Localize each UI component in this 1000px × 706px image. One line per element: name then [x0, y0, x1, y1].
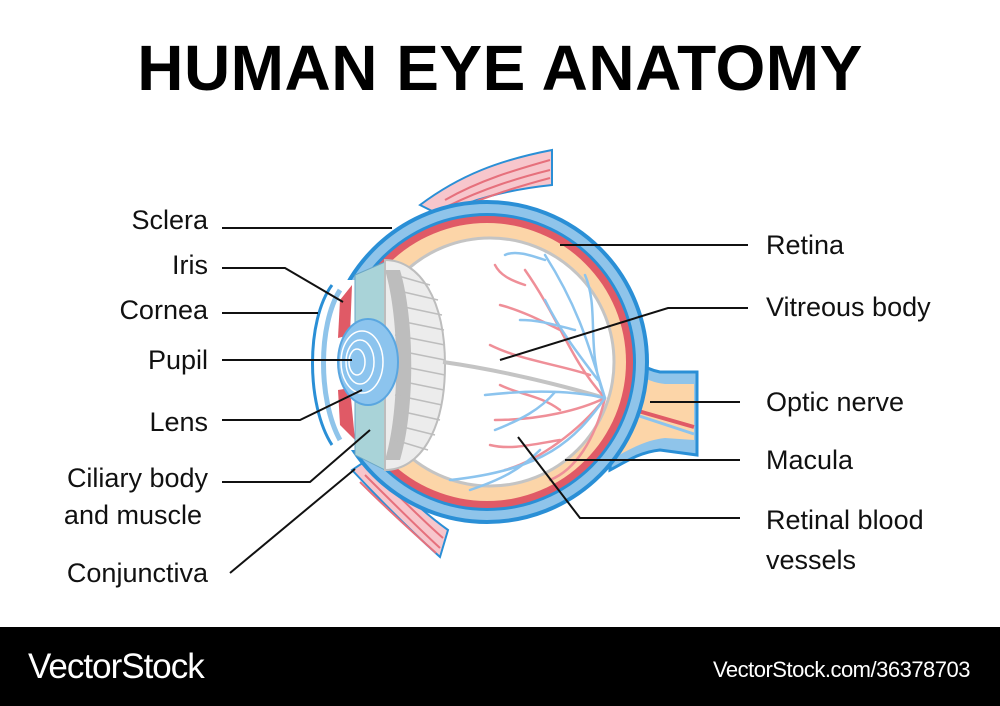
label-vessels-line1: Retinal blood [766, 505, 924, 535]
lens [337, 318, 399, 406]
ciliary-muscle [384, 258, 447, 472]
label-ciliary-line1: Ciliary body [67, 463, 209, 493]
label-retina: Retina [766, 230, 845, 260]
label-optic-nerve: Optic nerve [766, 387, 904, 417]
eye-diagram: Sclera Iris Cornea Pupil Lens Ciliary bo… [64, 148, 931, 588]
label-vitreous-body: Vitreous body [766, 292, 931, 322]
leader-lines [222, 227, 748, 574]
iris-lower [338, 388, 355, 440]
label-vessels-line2: vessels [766, 545, 856, 575]
label-lens: Lens [149, 407, 208, 437]
label-pupil: Pupil [148, 345, 208, 375]
label-iris: Iris [172, 250, 208, 280]
label-cornea: Cornea [119, 295, 209, 325]
diagram-title: HUMAN EYE ANATOMY [137, 32, 863, 104]
label-macula: Macula [766, 445, 854, 475]
image-url: VectorStock.com/36378703 [712, 657, 971, 682]
footer-bar: VectorStock VectorStock.com/36378703 [0, 627, 1000, 706]
label-conjunctiva: Conjunctiva [67, 558, 209, 588]
label-sclera: Sclera [131, 205, 209, 235]
cornea [311, 284, 334, 446]
iris-upper [338, 285, 352, 338]
label-ciliary-line2: and muscle [64, 500, 202, 530]
brand-logo: VectorStock [28, 647, 205, 686]
